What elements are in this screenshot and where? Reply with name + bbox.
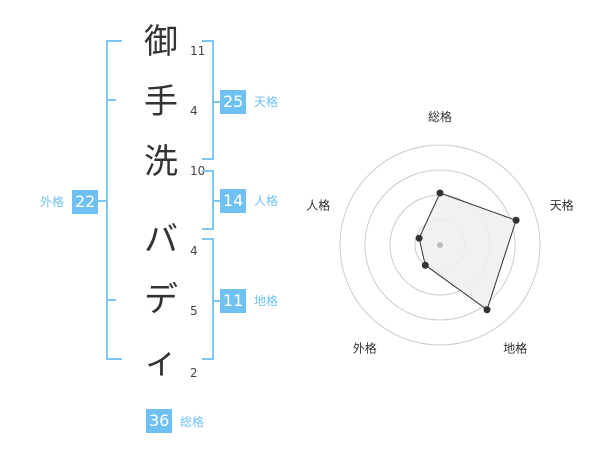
jinkaku-value: 14 bbox=[220, 189, 247, 213]
chikaku-label: 地格 bbox=[254, 294, 279, 308]
radar-point bbox=[436, 189, 444, 197]
radar-point bbox=[415, 234, 423, 242]
stroke-count-3: 10 bbox=[190, 164, 206, 178]
stroke-count-2: 4 bbox=[190, 104, 198, 118]
gaikaku-value: 22 bbox=[72, 190, 99, 214]
radar-point bbox=[421, 261, 429, 269]
radar-point bbox=[483, 306, 491, 314]
chikaku-value: 11 bbox=[220, 289, 247, 313]
tenkaku-value: 25 bbox=[220, 90, 247, 114]
name-char-6: ィ bbox=[144, 342, 178, 382]
axis-label-jinkaku: 人格 bbox=[306, 197, 330, 212]
stroke-count-6: 2 bbox=[190, 366, 198, 380]
axis-label-tenkaku: 天格 bbox=[550, 197, 574, 212]
name-char-3: 洗 bbox=[144, 142, 178, 182]
jinkaku-label: 人格 bbox=[254, 194, 279, 208]
stroke-count-4: 4 bbox=[190, 244, 198, 258]
radar-chart: 総格 天格 地格 外格 人格 bbox=[306, 109, 574, 356]
axis-label-gaikaku: 外格 bbox=[353, 341, 377, 356]
tenkaku-label: 天格 bbox=[254, 95, 279, 109]
stroke-count-1: 11 bbox=[190, 44, 206, 58]
name-char-4: バ bbox=[144, 220, 178, 260]
gaikaku-label: 外格 bbox=[40, 195, 65, 209]
name-char-2: 手 bbox=[144, 82, 178, 122]
name-char-1: 御 bbox=[144, 22, 178, 62]
name-char-5: デ bbox=[144, 280, 178, 320]
radar-area bbox=[418, 192, 517, 311]
soukaku-value: 36 bbox=[146, 409, 173, 433]
soukaku-label: 総格 bbox=[180, 415, 205, 429]
radar-ring bbox=[364, 169, 516, 321]
axis-label-soukaku: 総格 bbox=[428, 109, 452, 124]
stroke-count-5: 5 bbox=[190, 304, 198, 318]
axis-label-chikaku: 地格 bbox=[503, 341, 527, 356]
radar-ring bbox=[339, 144, 541, 346]
radar-center-dot bbox=[437, 242, 443, 248]
radar-point bbox=[512, 216, 520, 224]
